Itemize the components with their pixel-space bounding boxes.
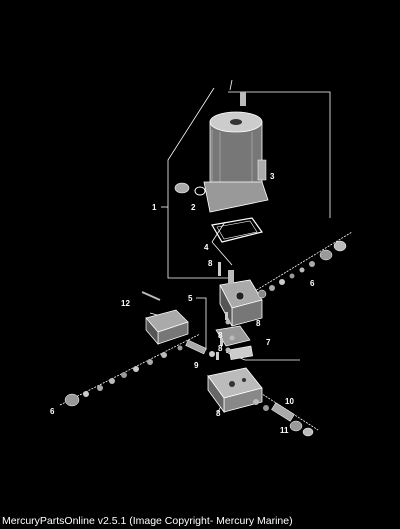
leader-4b [211,221,226,243]
reservoir-gasket [211,217,264,243]
check-valve [185,339,215,357]
motor-terminal [240,92,246,106]
callout-2: 2 [191,203,196,212]
manifold-block [207,367,263,414]
callout-12: 12 [121,299,130,308]
pump-motor [203,92,269,213]
valve-train-upper-right [257,240,347,299]
callout-9: 9 [194,361,199,370]
callout-8-lower: 8 [218,344,223,353]
callout-1: 1 [152,203,157,212]
callout-8-mid: 8 [218,331,223,340]
callout-4: 4 [204,243,209,252]
callout-3: 3 [270,172,275,181]
callout-6-right: 6 [310,279,315,288]
valve-train-left [64,345,183,407]
callout-10: 10 [285,397,294,406]
relief-valve-block [141,291,189,345]
callout-5: 5 [188,294,193,303]
leader-5 [196,297,207,350]
leader-top [229,79,233,91]
callout-8-top: 8 [208,259,213,268]
motor-fitting [257,159,267,181]
callout-8-right: 8 [256,319,261,328]
exploded-view-diagram: 1 2 3 4 5 6 6 7 8 8 8 8 8 9 10 11 12 [50,79,353,437]
fill-plug [174,182,206,196]
pump-stem [228,270,234,284]
callout-8-bottom: 8 [216,409,221,418]
motor-base-flange [203,181,269,213]
callout-6-left: 6 [50,407,55,416]
fitting-assembly-lower-right [253,399,314,437]
reservoir-gasket-inner [216,220,258,240]
pump-body [219,270,263,327]
callout-7: 7 [266,338,271,347]
frame-line-right [228,91,331,218]
image-copyright-caption: MercuryPartsOnline v2.5.1 (Image Copyrig… [2,515,293,527]
leader-4 [211,241,233,266]
axis-left [59,333,201,406]
screw-set [216,262,228,360]
callout-11: 11 [280,426,289,435]
frame-line-left [167,87,228,279]
